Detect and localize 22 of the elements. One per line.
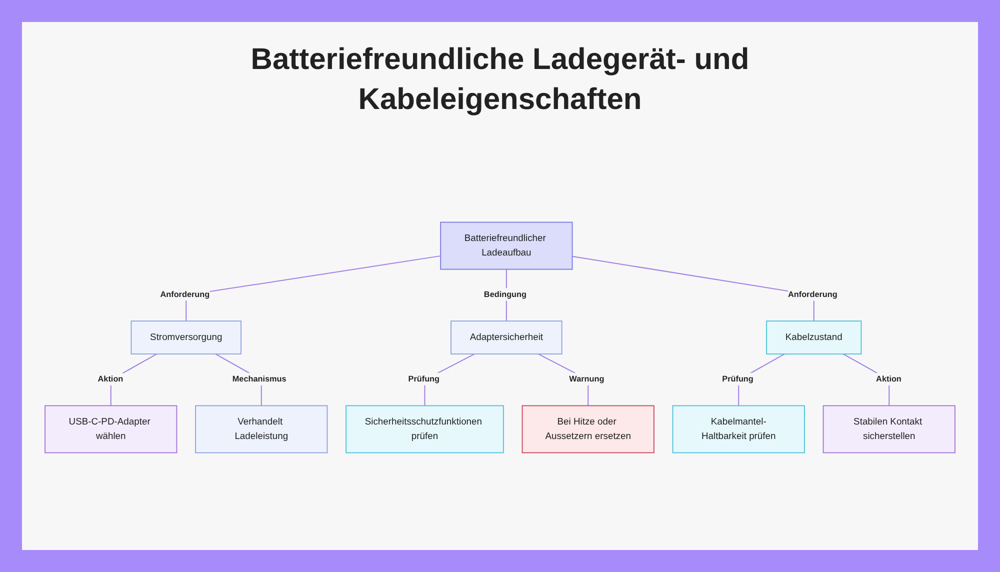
- node-box: Stabilen Kontakt sicherstellen: [822, 405, 956, 454]
- diagram-title: Batteriefreundliche Ladegerät- und Kabeleigenschaften: [250, 42, 750, 118]
- node-box: Stromversorgung: [130, 320, 242, 354]
- edge-label: Aktion: [98, 374, 124, 384]
- edge-label: Bedingung: [484, 289, 527, 299]
- node-box: Batteriefreundlicher Ladeaufbau: [440, 222, 573, 270]
- edge-label: Anforderung: [788, 289, 838, 299]
- edge-label: Anforderung: [160, 289, 210, 299]
- edge-label: Aktion: [876, 374, 902, 384]
- node-box: Verhandelt Ladeleistung: [195, 405, 328, 454]
- edge-label: Prüfung: [408, 374, 440, 384]
- connector: [572, 256, 814, 322]
- node-box: Kabelzustand: [766, 320, 862, 354]
- node-box: Kabelmantel-Haltbarkeit prüfen: [672, 405, 805, 454]
- node-box: Bei Hitze oder Aussetzern ersetzen: [522, 405, 654, 454]
- node-box: USB-C-PD-Adapter wählen: [44, 405, 178, 454]
- edge-label: Warnung: [569, 374, 604, 384]
- edge-label: Mechanismus: [232, 374, 286, 384]
- connector: [186, 255, 441, 322]
- node-box: Adaptersicherheit: [450, 320, 562, 354]
- node-box: Sicherheitsschutzfunktionen prüfen: [346, 405, 504, 454]
- edge-label: Prüfung: [722, 374, 754, 384]
